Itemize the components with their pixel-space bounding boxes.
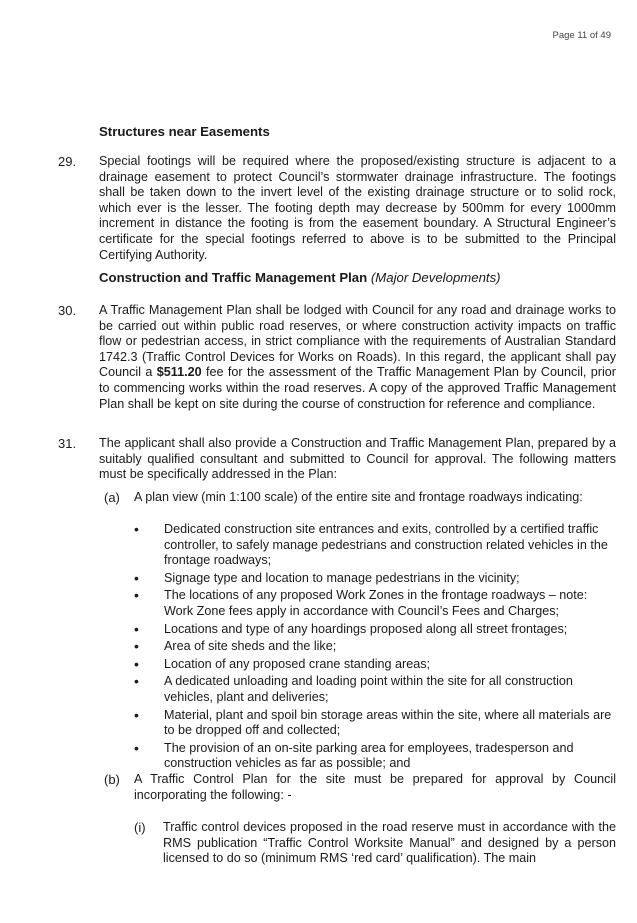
bullet-icon: • bbox=[134, 638, 139, 655]
sub-text-a: A plan view (min 1:100 scale) of the ent… bbox=[134, 490, 583, 504]
item-number-30: 30. bbox=[58, 303, 77, 318]
page-number: Page 11 of 49 bbox=[552, 30, 611, 41]
bullet-icon: • bbox=[134, 706, 139, 723]
bullet-icon: • bbox=[134, 739, 139, 756]
roman-text-i: Traffic control devices proposed in the … bbox=[163, 820, 616, 866]
sub-label-a: (a) bbox=[104, 490, 120, 505]
bullet-icon: • bbox=[134, 655, 139, 672]
bullet-icon: • bbox=[134, 587, 139, 604]
fee-amount: $511.20 bbox=[156, 365, 202, 380]
list-item: •The provision of an on-site parking are… bbox=[134, 739, 574, 771]
item-number-29: 29. bbox=[58, 154, 77, 169]
list-item: •Area of site sheds and the like; bbox=[134, 638, 337, 655]
list-item: •Dedicated construction site entrances a… bbox=[134, 521, 608, 568]
section-heading-structures: Structures near Easements bbox=[99, 124, 270, 139]
section-heading-traffic-title: Construction and Traffic Management Plan bbox=[99, 270, 368, 285]
sub-label-b: (b) bbox=[104, 772, 120, 787]
section-heading-traffic: Construction and Traffic Management Plan… bbox=[99, 270, 501, 285]
item-text-30: A Traffic Management Plan shall be lodge… bbox=[99, 303, 616, 412]
item-text-29: Special footings will be required where … bbox=[99, 154, 616, 262]
bullet-icon: • bbox=[134, 673, 139, 690]
bullet-icon: • bbox=[134, 521, 139, 537]
list-item: •Locations and type of any hoardings pro… bbox=[134, 620, 568, 637]
item-number-31: 31. bbox=[58, 436, 77, 451]
list-item: •The locations of any proposed Work Zone… bbox=[134, 587, 588, 618]
sub-text-b: A Traffic Control Plan for the site must… bbox=[134, 772, 616, 802]
item-text-31: The applicant shall also provide a Const… bbox=[99, 436, 616, 482]
list-item: •Location of any proposed crane standing… bbox=[134, 655, 431, 672]
item-text-30-before: A Traffic Management Plan shall be lodge… bbox=[99, 303, 616, 380]
bullet-icon: • bbox=[134, 569, 139, 586]
list-item: •Material, plant and spoil bin storage a… bbox=[134, 706, 612, 738]
bullet-icon: • bbox=[134, 620, 139, 637]
item-text-30-after: fee for the assessment of the Traffic Ma… bbox=[99, 365, 616, 411]
section-heading-traffic-note: (Major Developments) bbox=[370, 270, 501, 285]
bullet-list-a: •Dedicated construction site entrances a… bbox=[134, 521, 616, 774]
list-item: •A dedicated unloading and loading point… bbox=[134, 673, 573, 704]
roman-label-i: (i) bbox=[134, 820, 146, 835]
list-item: •Signage type and location to manage ped… bbox=[134, 569, 520, 586]
